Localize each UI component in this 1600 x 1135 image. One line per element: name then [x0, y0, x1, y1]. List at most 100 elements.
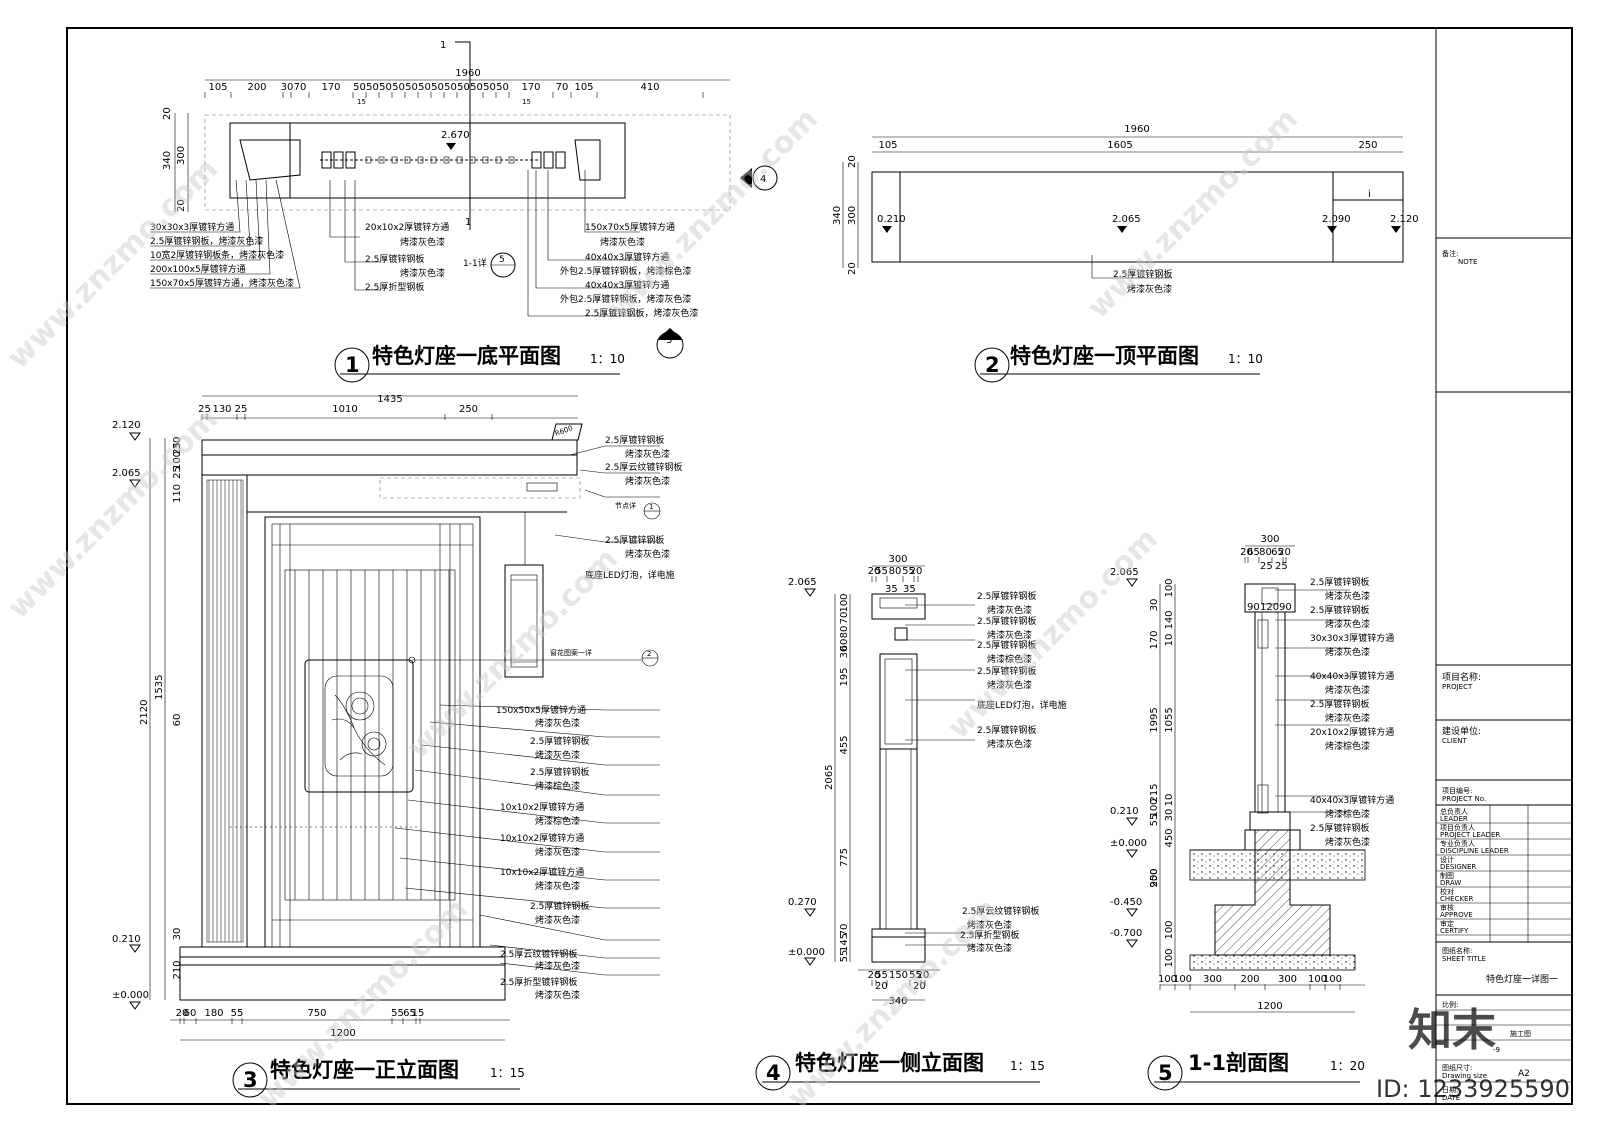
dim-label: 20 — [910, 566, 923, 577]
dim-label: 170 — [521, 82, 540, 93]
dim-label: 20 — [1240, 547, 1253, 558]
callout-text: 30x30x3厚镀锌方通 — [150, 221, 234, 233]
dim-label: 200 — [1240, 974, 1259, 985]
post-block — [345, 151, 356, 169]
vdim-label: 100 — [1149, 798, 1160, 817]
vdim-label: 1055 — [1164, 707, 1175, 732]
post-block — [555, 151, 566, 169]
callout-text: 烤漆灰色漆 — [535, 880, 580, 892]
dim-label: 55 — [902, 566, 915, 577]
vdim-label: 250 — [1149, 868, 1160, 887]
vdim-label: 1995 — [1149, 707, 1160, 732]
plan1-level: 2.670 — [441, 130, 470, 141]
dim-label: 170 — [321, 82, 340, 93]
callout-text: 2.5厚镀锌钢板 — [605, 434, 664, 446]
svg-text:0.210: 0.210 — [1110, 806, 1139, 817]
vdim-label: 25 — [172, 442, 183, 455]
callout-text: 200x100x5厚镀锌方通 — [150, 263, 246, 275]
callout-text: 烤漆灰色漆 — [1325, 646, 1370, 658]
callout-text: 2.5厚镀锌钢板 — [1310, 576, 1369, 588]
callout-text: 10x10x2厚镀锌方通 — [500, 866, 584, 878]
svg-text:90: 90 — [1279, 602, 1292, 613]
svg-text:-0.450: -0.450 — [1110, 897, 1142, 908]
sheet-title-label: 图纸名称: — [1442, 946, 1472, 955]
vdim-label: 60 — [172, 714, 183, 727]
callout-text: 20x10x2厚镀锌方通 — [365, 221, 449, 233]
svg-text:±0.000: ±0.000 — [1110, 838, 1147, 849]
svg-text:1200: 1200 — [330, 1028, 355, 1039]
svg-text:300: 300 — [1260, 534, 1279, 545]
vdim-label: 30 — [172, 437, 183, 450]
callout-text: 底座LED灯泡，详电施 — [977, 699, 1067, 711]
svg-text:SHEET TITLE: SHEET TITLE — [1442, 955, 1486, 963]
role-label-en: APPROVE — [1440, 911, 1473, 919]
callout-text: 烤漆灰色漆 — [967, 942, 1012, 954]
role-label: 设计 — [1440, 855, 1454, 864]
svg-text:PROJECT No.: PROJECT No. — [1442, 795, 1486, 803]
svg-text:2.065: 2.065 — [1110, 567, 1139, 578]
svg-text:2.090: 2.090 — [1322, 214, 1351, 225]
view-number-5: 5 — [1158, 1061, 1173, 1085]
plan1-sub-dim-b: 15 — [522, 98, 531, 106]
callout-text: 150x70x5厚镀锌方通 — [585, 221, 675, 233]
window-lattice — [230, 445, 660, 976]
view-scale-1: 1：10 — [590, 352, 625, 366]
svg-text:340: 340 — [162, 151, 173, 170]
svg-text:1: 1 — [465, 217, 471, 228]
note-label: 备注: — [1442, 249, 1458, 258]
callout-text: 烤漆灰色漆 — [600, 236, 645, 248]
title-block-frame — [1435, 27, 1573, 1105]
dim-label: 50 — [496, 82, 509, 93]
view-number-3: 3 — [243, 1068, 258, 1092]
callout-text: 2.5厚折型钢板 — [960, 929, 1019, 941]
vdim-label: 210 — [172, 960, 183, 979]
callout-text: 2.5厚折型钢板 — [365, 281, 424, 293]
svg-text:300: 300 — [176, 146, 187, 165]
callout-text: 2.5厚镀锌钢板，烤漆灰色漆 — [150, 235, 263, 247]
dim-label: 410 — [640, 82, 659, 93]
plan1-callouts: 30x30x3厚镀锌方通2.5厚镀锌钢板，烤漆灰色漆10宽2厚镀锌钢板条，烤漆灰… — [150, 221, 698, 319]
callout-text: 外包2.5厚镀锌钢板，烤漆灰色漆 — [560, 293, 691, 305]
dim-label: 20 — [917, 970, 930, 981]
vdim-label: 100 — [1164, 920, 1175, 939]
role-label-en: DISCIPLINE LEADER — [1440, 847, 1509, 855]
svg-text:±0.000: ±0.000 — [788, 947, 825, 958]
flower-pattern-panel — [304, 659, 414, 793]
svg-text:20: 20 — [847, 262, 858, 275]
vdim-label: 70 — [839, 612, 850, 625]
vdim-label: 55 — [1149, 814, 1160, 827]
elev-ref-3: 3 — [666, 335, 672, 346]
dim-label: 65 — [403, 1008, 416, 1019]
callout-text: 2.5厚镀锌钢板 — [365, 253, 424, 265]
dim-label: 200 — [247, 82, 266, 93]
callout-text: 30x30x3厚镀锌方通 — [1310, 632, 1394, 644]
dim-label: 100 — [1323, 974, 1342, 985]
dim-label: 50 — [431, 82, 444, 93]
dim-label: 70 — [556, 82, 569, 93]
dim-label: 150 — [889, 970, 908, 981]
svg-text:20: 20 — [875, 981, 888, 992]
callout-text: 2.5厚镀锌钢板 — [977, 615, 1036, 627]
vdim-label: 80 — [839, 626, 850, 639]
callout-text: 烤漆棕色漆 — [1325, 740, 1370, 752]
vdim-label: 455 — [839, 735, 850, 754]
callout-text: 2.5厚云纹镀锌钢板 — [962, 905, 1039, 917]
svg-text:35: 35 — [903, 584, 916, 595]
svg-text:340: 340 — [888, 996, 907, 1007]
svg-text:20: 20 — [913, 981, 926, 992]
svg-text:2.065: 2.065 — [1112, 214, 1141, 225]
dim-label: 105 — [574, 82, 593, 93]
dim-label: 80 — [889, 566, 902, 577]
view-title-5: 1-1剖面图 — [1188, 1051, 1289, 1075]
post-block — [543, 151, 554, 169]
dim-label: 25 — [235, 404, 248, 415]
vdim-label: 10 — [1164, 634, 1175, 647]
elev-ref-4: 4 — [760, 174, 766, 185]
view-scale-5: 1：20 — [1330, 1059, 1365, 1073]
vdim-label: 55 — [839, 950, 850, 963]
